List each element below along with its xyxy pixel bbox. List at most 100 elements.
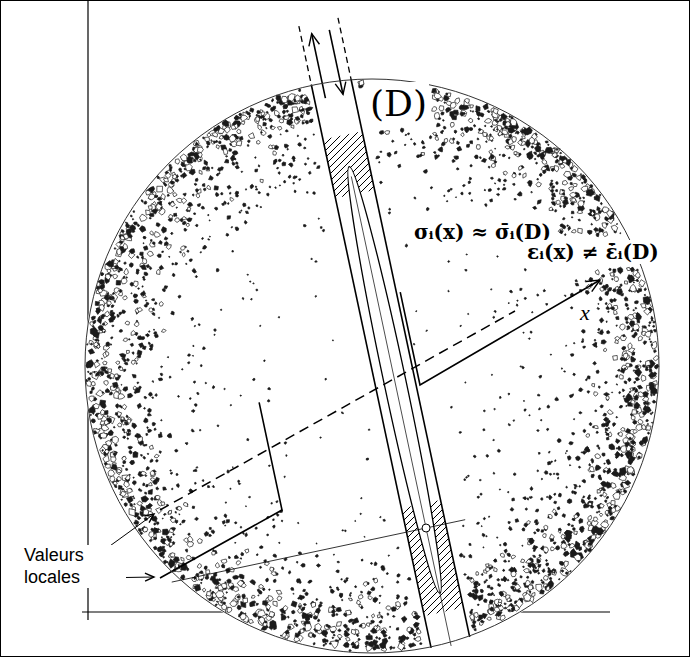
grain xyxy=(167,433,171,437)
grain xyxy=(470,611,472,614)
grain xyxy=(153,480,158,484)
grain xyxy=(103,455,109,462)
grain xyxy=(329,643,331,645)
grain xyxy=(616,384,617,385)
grain xyxy=(90,327,97,335)
grain xyxy=(98,288,103,292)
grain xyxy=(124,481,130,487)
grain xyxy=(634,381,636,383)
grain xyxy=(90,391,92,393)
grain xyxy=(567,225,569,227)
grain xyxy=(490,126,492,127)
grain xyxy=(245,505,247,507)
grain xyxy=(135,520,137,522)
grain xyxy=(557,439,561,443)
grain xyxy=(124,503,127,507)
grain xyxy=(119,329,122,332)
grain xyxy=(507,598,512,601)
grain xyxy=(448,261,450,263)
grain xyxy=(654,329,657,332)
grain xyxy=(584,549,586,552)
grain xyxy=(158,378,162,381)
grain xyxy=(106,261,114,267)
grain xyxy=(339,638,341,640)
grain xyxy=(571,230,576,233)
grain xyxy=(480,157,482,159)
grain xyxy=(618,446,621,451)
grain xyxy=(533,206,537,209)
grain xyxy=(235,115,239,120)
grain xyxy=(302,120,305,124)
grain xyxy=(579,388,583,392)
grain xyxy=(266,625,268,628)
grain xyxy=(361,559,363,561)
grain xyxy=(503,543,506,546)
grain xyxy=(422,146,425,148)
grain xyxy=(188,533,190,535)
grain xyxy=(349,594,351,597)
grain xyxy=(558,229,563,233)
grain xyxy=(396,602,401,607)
grain xyxy=(396,628,398,630)
grain xyxy=(601,340,606,344)
grain xyxy=(91,316,95,319)
grain xyxy=(186,218,192,222)
grain xyxy=(293,593,294,595)
grain xyxy=(181,557,184,561)
grain xyxy=(611,471,618,477)
grain xyxy=(582,480,586,483)
grain xyxy=(500,544,501,545)
grain xyxy=(625,303,628,307)
grain xyxy=(288,624,295,630)
grain xyxy=(579,485,581,487)
grain xyxy=(282,162,286,166)
grain xyxy=(539,408,541,410)
grain xyxy=(129,450,132,454)
grain xyxy=(161,227,166,233)
grain xyxy=(604,348,607,352)
grain xyxy=(489,567,491,569)
grain xyxy=(209,527,211,529)
grain xyxy=(489,150,493,154)
grain xyxy=(269,186,271,188)
grain xyxy=(562,190,564,191)
grain xyxy=(358,638,360,640)
grain xyxy=(421,140,424,144)
grain xyxy=(239,113,242,116)
grain xyxy=(132,496,133,497)
grain xyxy=(588,230,593,234)
grain xyxy=(533,555,536,557)
grain xyxy=(642,436,648,443)
grain xyxy=(337,588,340,590)
grain xyxy=(313,643,315,645)
grain xyxy=(502,130,508,135)
grain xyxy=(122,429,124,431)
grain xyxy=(281,520,283,522)
grain xyxy=(578,228,583,233)
grain xyxy=(537,470,539,472)
grain xyxy=(552,209,553,210)
grain xyxy=(471,200,473,202)
grain xyxy=(508,521,510,523)
grain xyxy=(236,601,238,603)
grain xyxy=(217,583,218,585)
grain xyxy=(379,162,380,163)
grain xyxy=(541,530,544,532)
grain xyxy=(288,626,291,629)
grain xyxy=(94,431,96,434)
grain xyxy=(523,332,524,333)
grain xyxy=(616,224,617,225)
grain xyxy=(479,479,481,480)
grain xyxy=(119,312,122,315)
grain xyxy=(481,526,482,527)
grain xyxy=(150,344,154,348)
grain xyxy=(551,168,554,171)
grain xyxy=(111,337,113,339)
grain xyxy=(344,580,347,583)
grain xyxy=(537,430,540,432)
grain xyxy=(232,251,234,252)
grain xyxy=(515,579,517,581)
grain xyxy=(576,175,581,180)
grain xyxy=(655,365,658,369)
grain xyxy=(174,213,177,216)
